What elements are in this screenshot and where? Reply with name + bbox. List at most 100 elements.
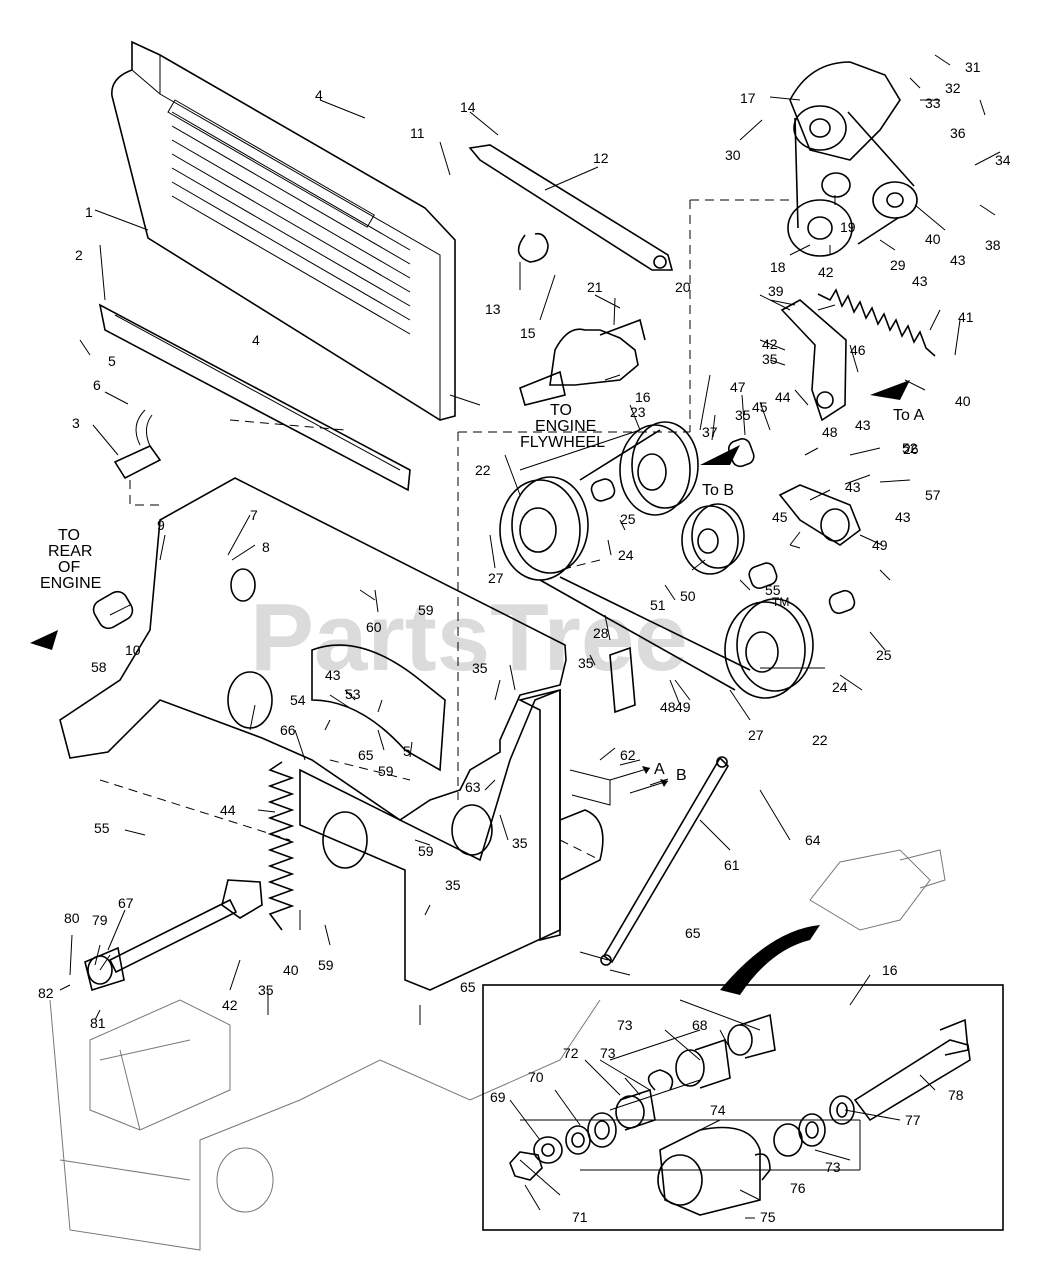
callout: 69 xyxy=(490,1089,506,1105)
callout: 16 xyxy=(882,962,898,978)
callout: 63 xyxy=(465,779,481,795)
callout: 12 xyxy=(593,150,609,166)
callout: 43 xyxy=(325,667,341,683)
callout: 4 xyxy=(252,332,260,348)
callout: 39 xyxy=(768,283,784,299)
spring-upper xyxy=(817,288,936,357)
cable-clip xyxy=(113,409,162,480)
callout: 59 xyxy=(418,602,434,618)
callout: 42 xyxy=(818,264,834,280)
callout: 33 xyxy=(925,95,941,111)
callout: 78 xyxy=(948,1087,964,1103)
callout: 64 xyxy=(805,832,821,848)
callout: 4 xyxy=(315,87,323,103)
drive-pulley-lower-right xyxy=(724,598,814,699)
idler-pulley-middle xyxy=(681,503,745,575)
callout: 37 xyxy=(702,424,718,440)
callout: 19 xyxy=(840,219,856,235)
callout: 71 xyxy=(572,1209,588,1225)
drive-belt-28 xyxy=(519,429,751,691)
idler-bar xyxy=(468,144,674,271)
spindle-inset xyxy=(482,984,1004,1231)
callout: 27 xyxy=(748,727,764,743)
callout: 41 xyxy=(958,309,974,325)
callout: 43 xyxy=(895,509,911,525)
callout: 17 xyxy=(740,90,756,106)
callout: 58 xyxy=(91,659,107,675)
callout: 34 xyxy=(995,152,1011,168)
callout: 26 xyxy=(903,441,919,457)
callout: 66 xyxy=(280,722,296,738)
callout: 42 xyxy=(222,997,238,1013)
callout: 55 xyxy=(94,820,110,836)
callout: 73 xyxy=(600,1045,616,1061)
note-to-engine-flywheel-2: ENGINE xyxy=(535,418,596,435)
callout: 74 xyxy=(710,1102,726,1118)
callout: 52 xyxy=(902,440,918,456)
idler-arm xyxy=(780,299,847,422)
callout: 38 xyxy=(985,237,1001,253)
callout: 44 xyxy=(775,389,791,405)
callout: 27 xyxy=(488,570,504,586)
callout: 10 xyxy=(125,642,141,658)
arrow-to-b xyxy=(700,445,740,465)
note-to-rear-of-engine-1: TO xyxy=(58,527,80,544)
callout: 49 xyxy=(872,537,888,553)
note-to-a: To A xyxy=(893,407,924,424)
spring-lower xyxy=(267,761,295,931)
callout: 46 xyxy=(850,342,866,358)
watermark: PartsTree xyxy=(250,584,688,691)
note-to-engine-flywheel-3: FLYWHEEL xyxy=(520,434,605,451)
callout: 35 xyxy=(472,660,488,676)
note-to-b: To B xyxy=(702,482,734,499)
callout: 35 xyxy=(578,655,594,671)
callout: 22 xyxy=(475,462,491,478)
callout: 43 xyxy=(855,417,871,433)
pivot-bracket-50 xyxy=(778,484,861,546)
callout: 54 xyxy=(290,692,306,708)
callout: 20 xyxy=(675,279,691,295)
callout: 9 xyxy=(157,517,165,533)
note-to-rear-of-engine-3: OF xyxy=(58,559,80,576)
callout: 42 xyxy=(762,336,778,352)
callout: 68 xyxy=(692,1017,708,1033)
callout: 1 xyxy=(85,204,93,220)
callout: 79 xyxy=(92,912,108,928)
shroud-vent-grille xyxy=(171,111,411,335)
callout: 45 xyxy=(772,509,788,525)
note-to-engine-flywheel-1: TO xyxy=(550,402,572,419)
callout: 59 xyxy=(378,763,394,779)
callout: 15 xyxy=(520,325,536,341)
callout: 25 xyxy=(620,511,636,527)
callout: 2 xyxy=(75,247,83,263)
callout: 43 xyxy=(845,479,861,495)
callout: 75 xyxy=(760,1209,776,1225)
callout: 16 xyxy=(635,389,651,405)
callout: 35 xyxy=(762,351,778,367)
callout: 67 xyxy=(118,895,134,911)
callout: 65 xyxy=(460,979,476,995)
callout: 76 xyxy=(790,1180,806,1196)
callouts: 1 2 3 4 4 5 5 6 7 8 9 10 11 12 13 14 15 … xyxy=(38,59,1011,1225)
callout: 43 xyxy=(912,273,928,289)
callout: 36 xyxy=(950,125,966,141)
callout: 45 xyxy=(752,399,768,415)
note-to-rear-of-engine-4: ENGINE xyxy=(40,575,101,592)
jackshaft-pulley-housing xyxy=(787,61,918,257)
callout: 7 xyxy=(250,507,258,523)
reference-lines xyxy=(99,199,790,861)
callout: 13 xyxy=(485,301,501,317)
callout: 5 xyxy=(403,743,411,759)
callout: 61 xyxy=(724,857,740,873)
callout: 70 xyxy=(528,1069,544,1085)
callout: 47 xyxy=(730,379,746,395)
callout: 59 xyxy=(418,843,434,859)
callout: 60 xyxy=(366,619,382,635)
callout: 82 xyxy=(38,985,54,1001)
callout: 53 xyxy=(345,686,361,702)
callout: 44 xyxy=(220,802,236,818)
spindle-housing xyxy=(519,318,646,406)
callout: 35 xyxy=(512,835,528,851)
arrows xyxy=(30,380,910,794)
